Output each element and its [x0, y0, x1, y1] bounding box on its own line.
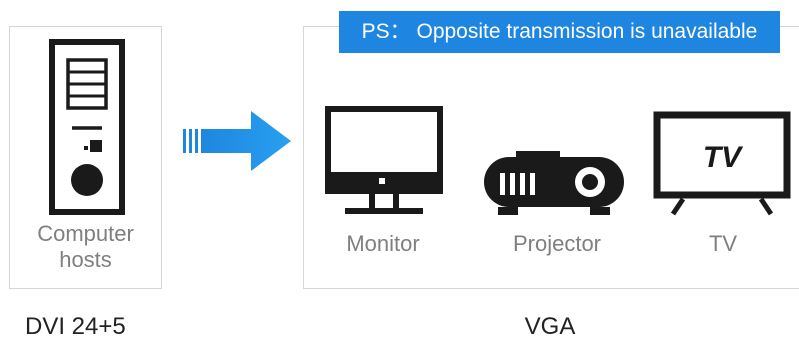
source-panel: [9, 26, 162, 289]
source-port-label: DVI 24+5: [25, 313, 126, 340]
arrow-right-icon: [183, 111, 291, 171]
tv-screen-text: TV: [703, 141, 744, 174]
projector-icon: [484, 151, 624, 215]
target-port-label: VGA: [524, 313, 576, 340]
source-device-label: Computer hosts: [9, 221, 162, 273]
computer-tower-icon: [49, 39, 125, 215]
tv-label: TV: [708, 231, 738, 256]
notice-banner: PS： Opposite transmission is unavailable: [339, 11, 780, 53]
projector-label: Projector: [512, 231, 602, 256]
source-label-line2: hosts: [59, 247, 112, 272]
source-label-line1: Computer: [37, 221, 134, 246]
tv-icon: TV: [653, 111, 791, 216]
monitor-icon: [325, 106, 443, 214]
monitor-label: Monitor: [346, 231, 420, 256]
